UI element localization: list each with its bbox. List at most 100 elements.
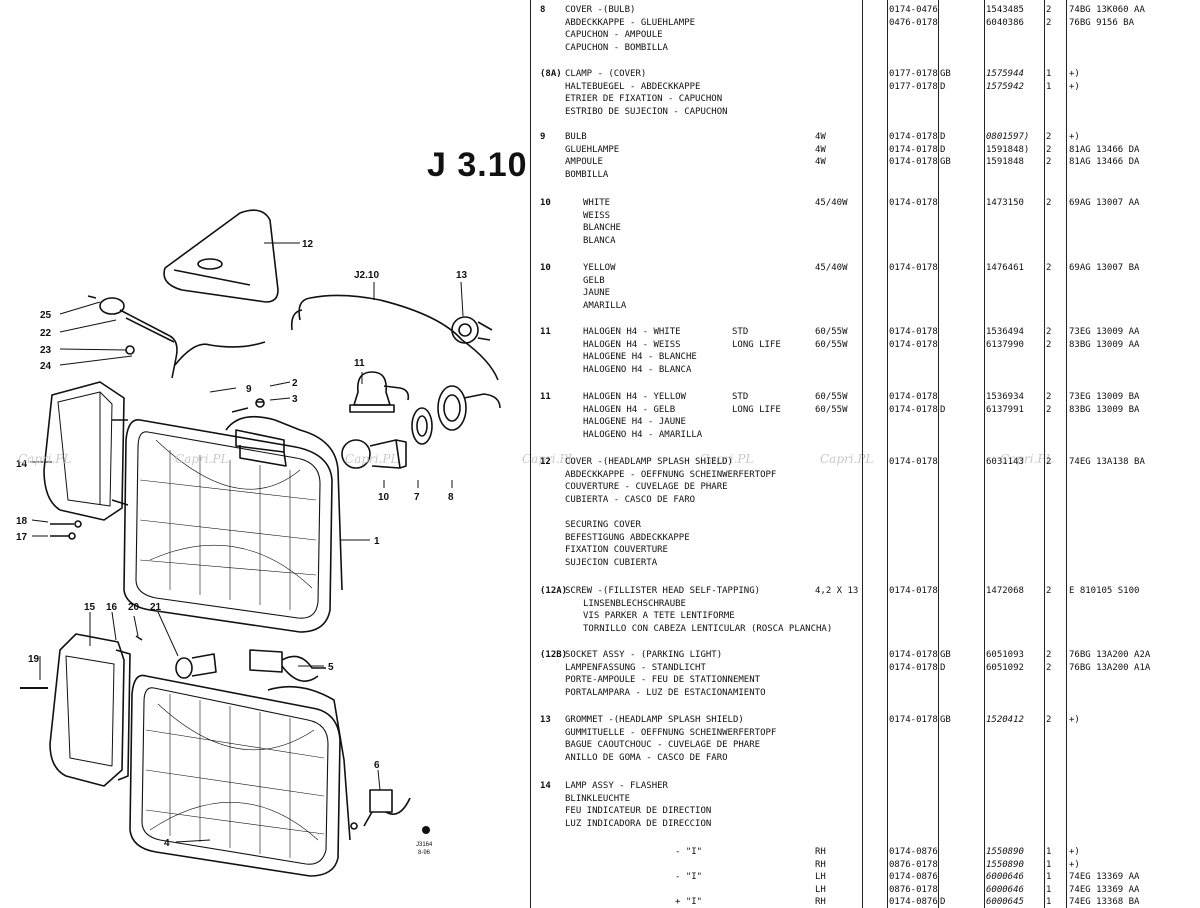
callout-22: 22: [40, 328, 52, 339]
callout-24: 24: [40, 361, 52, 372]
column-rule: [530, 0, 531, 908]
model-years-line: 0174-0178: [889, 650, 938, 660]
description-line: CAPUCHON - BOMBILLA: [565, 42, 668, 53]
splash-shield-cover: [163, 209, 279, 303]
description-line: - "I": [675, 872, 703, 883]
engineering-number-line: +): [1069, 81, 1080, 92]
description-line: ESTRIBO DE SUJECION - CAPUCHON: [565, 106, 728, 117]
description-line: + "I": [675, 897, 703, 908]
part-number-line: 1473150: [986, 198, 1024, 208]
column-rule: [938, 0, 939, 908]
engineering-number-line: 83BG 13009 BA: [1069, 404, 1140, 415]
model-years-line: 0174-0178: [889, 586, 938, 596]
model-years-line: 0174-0178: [889, 392, 938, 402]
quantity-line: 1: [1046, 859, 1052, 870]
ref-number: 12: [540, 457, 551, 467]
model-years-line: 0174-0876: [889, 897, 938, 908]
adjusting-screw: [350, 789, 411, 830]
engineering-number-line: 73EG 13009 AA: [1069, 327, 1140, 337]
spec-line: RH: [815, 897, 826, 908]
description-line: BLINKLEUCHTE: [565, 793, 631, 804]
country-code-line: GB: [940, 715, 951, 725]
quantity-line: 2: [1046, 339, 1052, 350]
country-code: D: [940, 391, 945, 416]
model-years: 0174-0178: [889, 197, 938, 210]
ref-number: (8A): [540, 69, 562, 79]
description-line: PORTALAMPARA - LUZ DE ESTACIONAMIENTO: [565, 687, 766, 698]
model-years-line: 0174-0178: [889, 404, 938, 415]
column-rule: [984, 0, 985, 908]
quantity-line: 2: [1046, 327, 1052, 337]
ref-number: (12A): [540, 586, 568, 596]
description-line: WEISS: [583, 210, 611, 221]
part-number-line: 1536934: [986, 392, 1024, 402]
engineering-number-line: +): [1069, 132, 1080, 142]
watermark: Capri.PL: [1000, 452, 1054, 466]
description-line: BULB: [565, 132, 587, 142]
svg-text:8-96: 8-96: [418, 850, 431, 856]
callout-2: 2: [292, 378, 298, 389]
part-number-line: 1520412: [986, 715, 1024, 725]
country-code-line: D: [940, 144, 946, 155]
watermark: Capri.PL: [18, 452, 72, 466]
ref-number: 10: [540, 198, 551, 208]
description-line: HALOGENE H4 - BLANCHE: [583, 352, 697, 363]
callout-17: 17: [16, 532, 28, 543]
country-code-line: [940, 391, 945, 404]
description-line: GUMMITUELLE - OEFFNUNG SCHEINWERFERTOPF: [565, 727, 777, 738]
callout-14: 14: [16, 459, 28, 470]
description-line: FIXATION COUVERTURE: [565, 545, 668, 556]
headlamp-illustration: 12 J2.10 13 25 22 23 24 9 2 3 11 14 10 7…: [16, 209, 501, 877]
spec-line: 60/55W: [815, 392, 848, 402]
description-line: HALOGEN H4 - GELB: [583, 404, 676, 415]
model-years-line: 0174-0178: [889, 263, 938, 273]
callout-15: 15: [84, 602, 96, 613]
part-number: 1473150: [986, 197, 1024, 210]
headlamp-bulb: [341, 439, 407, 469]
engineering-number-line: +): [1069, 859, 1080, 870]
model-years-line: 0174-0876: [889, 872, 938, 883]
part-number-line: 0801597): [986, 132, 1030, 142]
engineering-number-line: 83BG 13009 AA: [1069, 339, 1140, 350]
model-years-line: 0174-0476: [889, 5, 938, 15]
spec-line: 4W: [815, 144, 826, 155]
svg-text:J3164: J3164: [416, 842, 433, 848]
mounting-screws: [50, 520, 82, 540]
ref-number: (12B): [540, 650, 568, 660]
description-line: CLAMP - (COVER): [565, 69, 647, 79]
quantity-line: 2: [1046, 392, 1052, 402]
description-line: AMARILLA: [583, 300, 627, 311]
model-years-line: 0174-0178: [889, 339, 938, 350]
bulb-covers: [411, 385, 501, 445]
description: - "I"- "I"+ "I": [565, 846, 702, 908]
callout-j2-10: J2.10: [354, 270, 379, 281]
description-line: [565, 859, 702, 872]
quantity-line: 2: [1046, 586, 1052, 596]
description-line: AMPOULE: [565, 157, 603, 168]
leader-lines: [30, 242, 464, 843]
engineering-number-line: 76BG 13A200 A2A: [1069, 650, 1151, 660]
quantity-line: 2: [1046, 144, 1052, 155]
quantity-line: 1: [1046, 872, 1052, 883]
parking-bulb-and-socket: [135, 635, 326, 682]
engineering-number: 74EG 13A138 BA: [1069, 456, 1145, 469]
quantity-line: 1: [1046, 897, 1052, 908]
description-line: BAGUE CAOUTCHOUC - CUVELAGE DE PHARE: [565, 740, 761, 751]
description-line: COUVERTURE - CUVELAGE DE PHARE: [565, 482, 728, 493]
description-line: YELLOW: [583, 263, 616, 273]
model-years-line: 0174-0178: [889, 327, 938, 337]
description-line: JAUNE: [583, 288, 611, 299]
description-line: TORNILLO CON CABEZA LENTICULAR (ROSCA PL…: [583, 623, 833, 634]
